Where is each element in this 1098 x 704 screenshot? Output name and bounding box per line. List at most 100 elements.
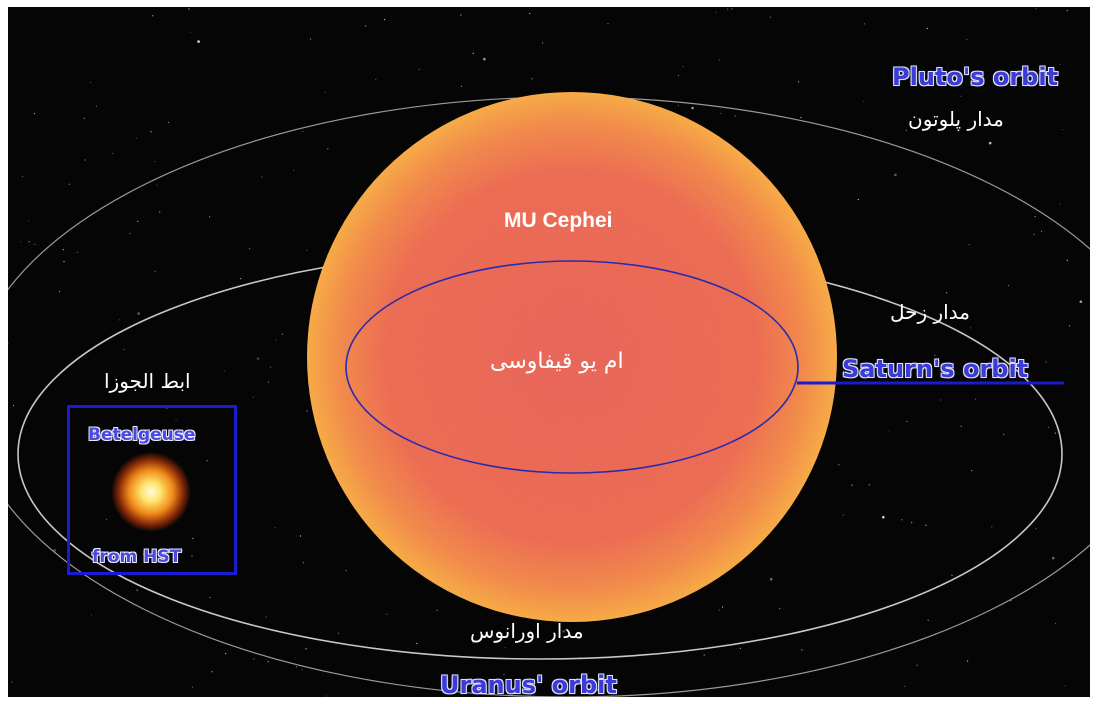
uranus-orbit-label-en: Uranus' orbit (440, 671, 617, 697)
hst-source-label: from HST (92, 547, 182, 567)
background-star (1051, 556, 1055, 560)
background-star (731, 8, 733, 10)
background-star (739, 647, 742, 649)
background-star (275, 339, 277, 341)
background-star (129, 232, 131, 234)
background-star (523, 681, 527, 684)
background-star (248, 248, 251, 250)
background-star (84, 159, 86, 161)
background-star (720, 112, 722, 114)
background-star (691, 106, 694, 110)
background-star (677, 104, 679, 106)
background-star (1035, 7, 1037, 9)
background-star (531, 78, 533, 80)
background-star (863, 23, 866, 25)
background-star (95, 105, 97, 107)
background-star (1059, 203, 1061, 205)
background-star (1033, 233, 1035, 235)
background-star (769, 577, 773, 581)
background-star (265, 616, 267, 618)
background-star (375, 78, 377, 80)
background-star (156, 184, 158, 186)
background-star (875, 290, 878, 292)
background-star (62, 249, 64, 251)
background-star (197, 40, 200, 43)
background-star (192, 537, 194, 540)
background-star (211, 671, 213, 673)
background-star (1048, 78, 1050, 80)
background-star (894, 173, 897, 177)
background-star (504, 646, 506, 649)
background-star (76, 251, 78, 253)
background-star (168, 121, 170, 124)
background-star (301, 669, 303, 671)
background-star (90, 614, 93, 616)
background-star (270, 366, 272, 368)
background-star (1066, 10, 1068, 12)
background-star (386, 613, 388, 616)
background-star (252, 396, 254, 398)
background-star (209, 596, 211, 599)
background-star (28, 220, 30, 222)
background-star (838, 464, 840, 466)
background-star (960, 425, 962, 427)
background-star (33, 113, 35, 115)
background-star (460, 14, 462, 16)
background-star (137, 312, 140, 315)
background-star (734, 115, 736, 117)
background-star (189, 32, 192, 34)
background-star (597, 689, 599, 691)
background-star (293, 169, 295, 171)
background-star (1054, 622, 1057, 625)
background-star (946, 292, 948, 294)
background-star (310, 38, 312, 40)
background-star (191, 686, 193, 688)
background-star (529, 12, 531, 15)
background-star (991, 526, 993, 528)
saturn-orbit-label-fa: مدار زحل (890, 300, 970, 324)
background-star (1059, 63, 1061, 65)
background-star (175, 419, 177, 421)
background-star (1003, 433, 1005, 435)
background-star (8, 342, 9, 344)
background-star (384, 19, 386, 21)
background-star (934, 354, 936, 357)
background-star (302, 562, 304, 564)
background-star (906, 420, 908, 423)
background-star (206, 460, 208, 462)
background-star (971, 470, 973, 472)
background-star (925, 524, 927, 526)
background-star (1010, 600, 1012, 602)
background-star (225, 653, 227, 655)
background-star (119, 319, 121, 321)
pluto-orbit-label-fa: مدار پلوتون (908, 107, 1004, 131)
background-star (416, 642, 418, 645)
background-star (888, 430, 890, 432)
background-star (188, 8, 190, 10)
background-star (1069, 325, 1071, 327)
background-star (89, 82, 92, 84)
background-star (123, 348, 125, 351)
background-star (274, 527, 276, 529)
background-star (682, 66, 684, 68)
background-star (483, 57, 486, 61)
background-star (940, 399, 942, 401)
background-star (842, 514, 844, 516)
background-star (801, 649, 803, 651)
background-star (868, 484, 870, 486)
background-star (337, 632, 340, 634)
background-star (677, 75, 680, 77)
astronomy-image: Pluto's orbit مدار پلوتون MU Cephei ام ی… (8, 7, 1090, 697)
background-star (152, 15, 154, 17)
background-star (882, 515, 885, 519)
background-star (1061, 129, 1064, 131)
background-star (324, 91, 326, 93)
background-star (951, 574, 953, 576)
background-star (68, 183, 70, 185)
background-star (326, 695, 328, 697)
star-name-fa: ام یو قیفاوسی (490, 349, 624, 374)
scene-drawing (8, 7, 1090, 697)
background-star (137, 220, 139, 222)
betelgeuse-inset-box (67, 405, 237, 575)
background-star (112, 152, 114, 155)
